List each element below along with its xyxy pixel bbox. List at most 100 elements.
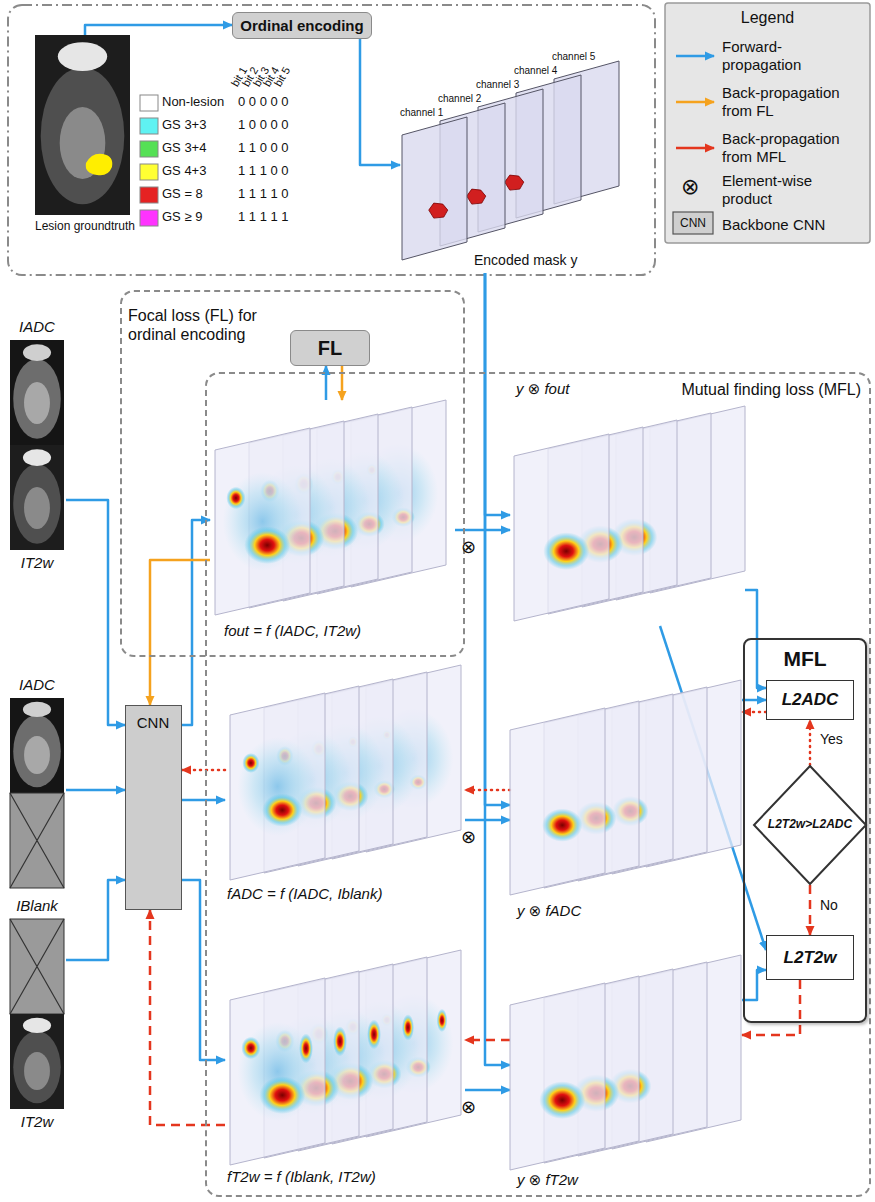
connector bbox=[465, 819, 510, 822]
connector bbox=[182, 799, 225, 802]
connector bbox=[742, 980, 800, 1035]
channel-label: channel 4 bbox=[514, 65, 557, 77]
node-text: IT2w bbox=[8, 554, 66, 572]
node-text: L2ADC bbox=[782, 690, 839, 710]
illustration bbox=[8, 676, 66, 890]
dashed-region: Focal loss (FL) for ordinal encodingFL fo… bbox=[120, 290, 465, 657]
legend-sample-fl bbox=[676, 101, 714, 104]
connector bbox=[809, 720, 812, 765]
mri-background bbox=[35, 35, 130, 215]
product-symbol: ⊗ bbox=[681, 174, 699, 200]
mri-tissue bbox=[13, 464, 61, 544]
feature-stack: Encoded mask y bbox=[400, 45, 640, 273]
feature-stack: fT2w = f (Iblank, IT2w) bbox=[225, 950, 465, 1190]
channel-label: channel 3 bbox=[476, 79, 519, 91]
legend-panel bbox=[665, 3, 870, 243]
lesion-mask bbox=[429, 203, 448, 218]
connector bbox=[182, 880, 225, 1060]
edge-label: No bbox=[818, 897, 840, 914]
node-text: Focal loss (FL) for ordinal encoding bbox=[128, 306, 288, 344]
connector bbox=[66, 789, 125, 792]
heatmap-blob bbox=[241, 1037, 260, 1060]
connector bbox=[150, 560, 210, 705]
blank-image bbox=[10, 793, 64, 888]
mri-bladder bbox=[23, 1018, 51, 1033]
feature-stack: y ⊗ fT2w bbox=[510, 955, 742, 1193]
connector bbox=[485, 273, 510, 805]
connector bbox=[742, 970, 766, 1000]
diamond-shape bbox=[754, 766, 866, 884]
mri-prostate bbox=[24, 382, 50, 424]
grade-name: GS 3+3 bbox=[162, 117, 206, 133]
node-text: MFL bbox=[745, 646, 865, 671]
mri-bladder bbox=[58, 42, 107, 71]
heatmap-blob bbox=[539, 1081, 585, 1119]
feature-plane bbox=[230, 978, 325, 1165]
grade-name: Non-lesion bbox=[162, 94, 224, 110]
feature-stack: y ⊗ fout bbox=[510, 378, 745, 626]
dashed-region: Mutual finding loss (MFL)y ⊗ foutfADC = … bbox=[205, 372, 871, 1197]
mri-background bbox=[10, 698, 64, 793]
product-symbol: ⊗ bbox=[461, 827, 476, 849]
input-images: IADC bbox=[8, 676, 66, 890]
ordinal-code: 1 1 1 1 1 bbox=[238, 209, 289, 225]
ordinal-code: 1 1 0 0 0 bbox=[238, 140, 289, 156]
mri-tissue bbox=[13, 359, 61, 439]
node-text: FL bbox=[318, 337, 342, 360]
node-text: fADC = f (IADC, Iblank) bbox=[225, 885, 384, 903]
illustration bbox=[30, 35, 140, 240]
connector bbox=[485, 273, 510, 1065]
mri-prostate bbox=[24, 1052, 50, 1090]
connector bbox=[465, 1089, 510, 1092]
node-text: L2T2w>L2ADC bbox=[768, 818, 852, 832]
grade-swatch bbox=[140, 95, 158, 111]
node-text: y ⊗ fout bbox=[514, 380, 571, 398]
heatmap-blob bbox=[542, 809, 582, 842]
lesion-mask bbox=[505, 175, 524, 190]
feature-plane bbox=[514, 434, 609, 621]
illustration bbox=[510, 378, 745, 626]
channel-label: channel 2 bbox=[438, 93, 481, 105]
grade-name: GS 3+4 bbox=[162, 140, 206, 156]
heatmap-blob bbox=[299, 1033, 313, 1063]
loss-panel: MFLL2ADCL2T2w>L2ADCL2T2w bbox=[743, 638, 867, 1023]
legend-text: Element-wise product bbox=[722, 172, 854, 208]
illustration bbox=[510, 955, 742, 1193]
mri-prostate bbox=[24, 736, 50, 774]
heatmap-haze bbox=[238, 1022, 318, 1121]
feature-stack: fout = f (IADC, IT2w) bbox=[210, 400, 455, 650]
grade-name: GS ≥ 9 bbox=[162, 209, 202, 225]
mri-prostate bbox=[24, 487, 50, 529]
feature-plane bbox=[402, 117, 467, 260]
feature-plane bbox=[215, 428, 310, 615]
lesion-groundtruth bbox=[86, 154, 113, 176]
illustration bbox=[8, 318, 66, 574]
connector bbox=[360, 39, 400, 165]
mri-tissue bbox=[41, 67, 125, 204]
heatmap-haze bbox=[238, 737, 318, 836]
node-text: CNN bbox=[126, 714, 180, 732]
mri-bladder bbox=[23, 449, 51, 466]
ordinal-code: 0 0 0 0 0 bbox=[238, 94, 289, 110]
node-text: fout = f (IADC, IT2w) bbox=[222, 622, 363, 640]
feature-stack: y ⊗ fADC bbox=[510, 680, 742, 925]
feature-plane bbox=[510, 983, 605, 1170]
connector bbox=[465, 789, 510, 792]
grade-name: GS 4+3 bbox=[162, 163, 206, 179]
legend-sample-forward bbox=[676, 55, 714, 58]
grade-swatch bbox=[140, 118, 158, 134]
illustration bbox=[210, 400, 455, 650]
node-text: IT2w bbox=[8, 1113, 66, 1131]
heatmap-blob bbox=[333, 1026, 347, 1056]
illustration bbox=[8, 897, 66, 1133]
illustration bbox=[225, 665, 465, 910]
cnn-symbol: CNN bbox=[673, 216, 713, 230]
mri-background bbox=[10, 1014, 64, 1109]
input-images: IADCIT2w bbox=[8, 318, 66, 574]
node-text: Lesion groundtruth bbox=[30, 219, 140, 233]
connector bbox=[465, 1039, 510, 1042]
legend-text: Forward- propagation bbox=[722, 38, 854, 74]
loss-box: FL bbox=[290, 330, 370, 366]
connector bbox=[742, 699, 766, 702]
